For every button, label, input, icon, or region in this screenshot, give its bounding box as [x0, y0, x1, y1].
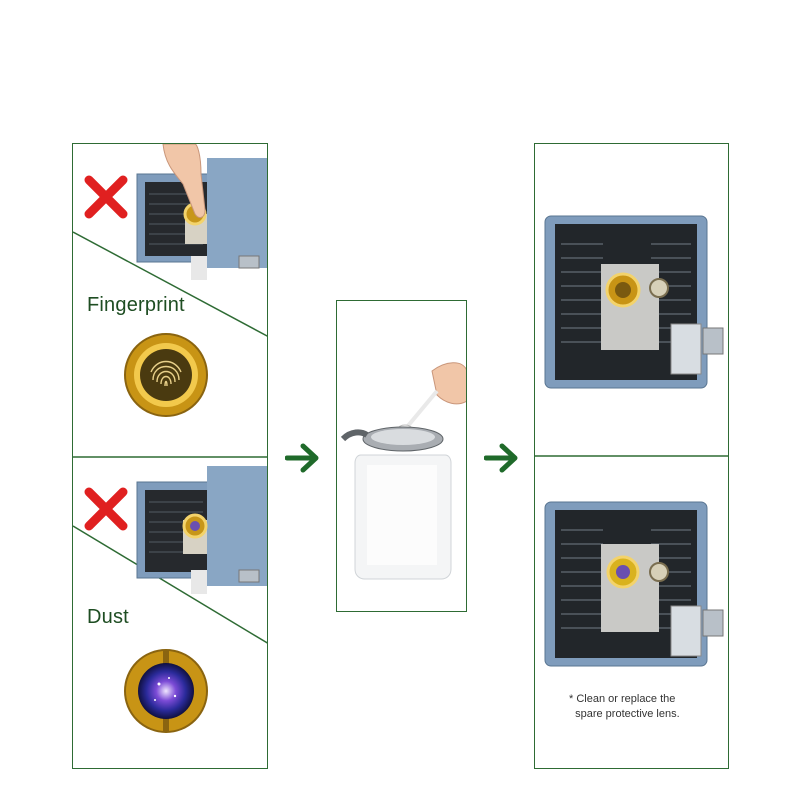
close-x-icon	[84, 487, 128, 531]
middle-panel	[336, 300, 467, 612]
cleaning-bottle-image	[340, 362, 466, 580]
laser-module-image-fingerprint	[136, 144, 267, 280]
arrow-right-icon	[484, 443, 518, 473]
lens-care-note: * Clean or replace the spare protective …	[569, 693, 680, 720]
laser-module-clean-image	[544, 215, 724, 389]
fingerprint-lens-image	[124, 333, 208, 417]
left-panel-dividers	[73, 231, 267, 644]
right-panel-divider	[535, 455, 728, 457]
fingerprint-label: Fingerprint	[87, 294, 185, 316]
close-x-icon	[84, 175, 128, 219]
arrow-right-icon	[285, 443, 319, 473]
left-panel: Fingerprint Dust	[72, 143, 268, 769]
dust-label: Dust	[87, 606, 129, 628]
dust-lens-image	[124, 649, 208, 733]
laser-module-image-dust	[136, 466, 267, 594]
fingerprint-icon	[150, 360, 182, 387]
right-panel: * Clean or replace the spare protective …	[534, 143, 729, 769]
galaxy-dust-icon	[138, 663, 194, 719]
laser-module-clean-image-2	[544, 501, 724, 667]
